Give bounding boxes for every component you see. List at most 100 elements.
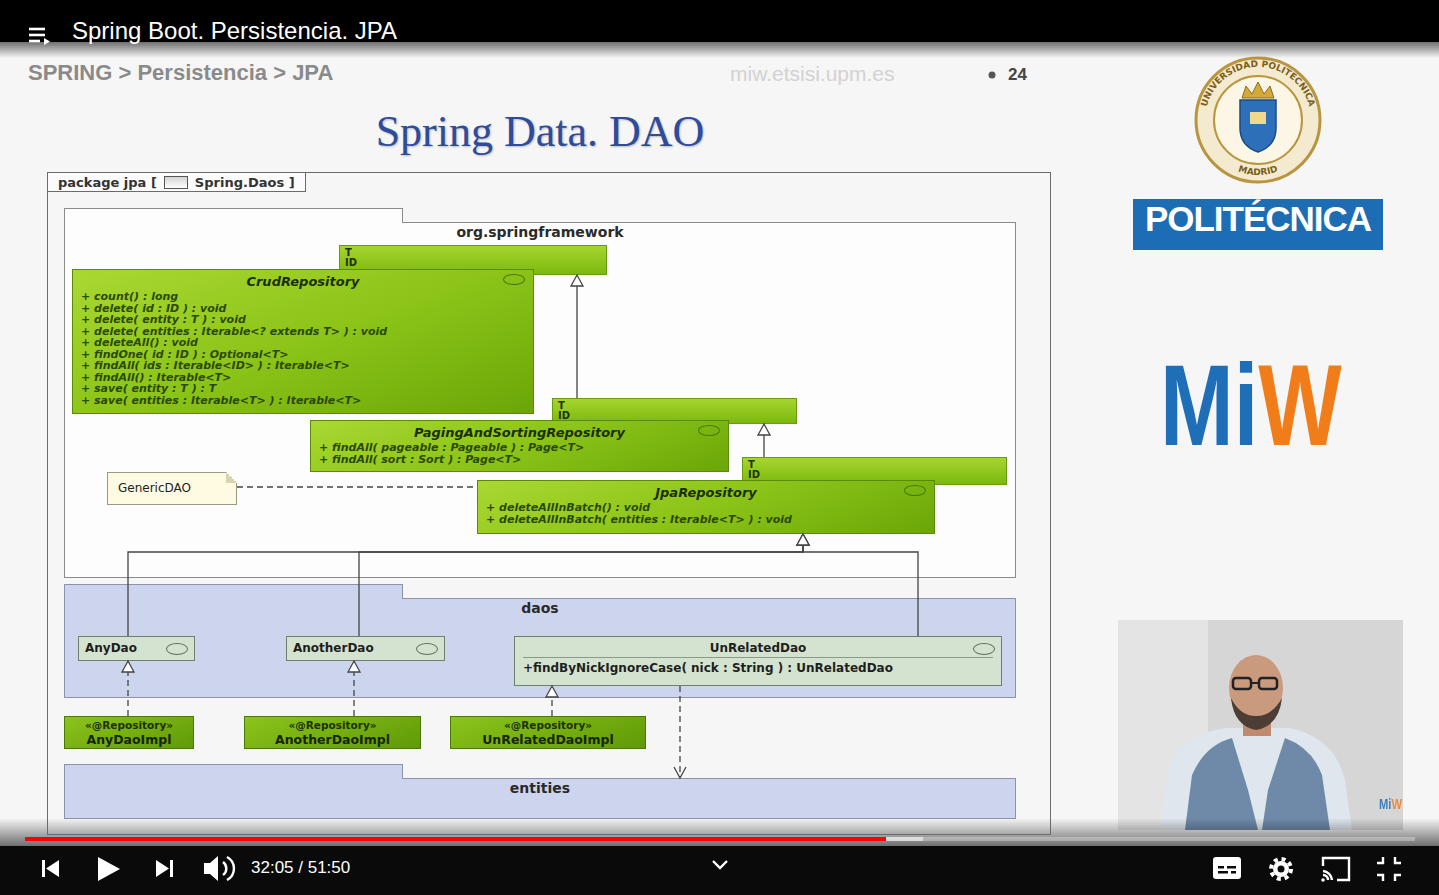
class-name: CrudRepository (81, 275, 525, 289)
miw-watermark: MiW (1379, 797, 1402, 811)
package-tab: package jpa [Spring.Daos ] (48, 173, 306, 192)
seal-text: MADRID (1237, 164, 1278, 177)
video-title: Spring Boot. Persistencia. JPA (72, 17, 397, 45)
arrow-head (348, 661, 360, 672)
template-parameter: T (558, 401, 791, 411)
note-corner (226, 472, 237, 483)
breadcrumb: SPRING > Persistencia > JPA (28, 60, 333, 86)
class-name: PagingAndSortingRepository (319, 426, 720, 440)
arrow-head (571, 275, 583, 286)
class-box: «@Repository»AnotherDaoImpl (244, 716, 421, 749)
operation: + findAll( ids : Iterable<ID> ) : Iterab… (81, 360, 525, 372)
operation: + delete( id : ID ) : void (81, 303, 525, 315)
connector-line (127, 661, 128, 716)
connector-line (679, 686, 680, 778)
note: GenericDAO (107, 472, 237, 505)
operation: + deleteAllInBatch( entities : Iterable<… (486, 514, 926, 526)
interface-class: CrudRepository+ count() : long+ delete( … (72, 269, 534, 414)
connector (546, 686, 558, 716)
bullet-dot (989, 72, 996, 79)
progress-buffer (25, 837, 923, 841)
package-tab (64, 764, 403, 779)
package-icon (164, 176, 188, 189)
class-box: «@Repository»UnRelatedDaoImpl (450, 716, 646, 749)
template-parameter: T (345, 248, 601, 258)
operation: + findAll( pageable : Pageable ) : Page<… (319, 442, 720, 454)
template-parameter: ID (558, 411, 791, 421)
seal-text: UNIVERSIDAD POLITECNICA (1199, 59, 1317, 108)
arrow-head (797, 534, 809, 545)
bottom-shade (0, 818, 1439, 846)
player-controls (223, 857, 1401, 881)
connector-line (359, 534, 803, 636)
stereotype: «@Repository» (457, 719, 639, 732)
interface-class: JpaRepository+ deleteAllInBatch() : void… (477, 480, 935, 534)
connector (122, 661, 134, 716)
operation: + delete( entity : T ) : void (81, 314, 525, 326)
operation: + findAll() : Iterable<T> (81, 372, 525, 384)
interface-class: PagingAndSortingRepository + findAll( pag… (310, 420, 729, 472)
operation: + deleteAll() : void (81, 337, 525, 349)
interface-icon (503, 274, 525, 285)
template-parameter: ID (748, 470, 1001, 480)
arrow-head (122, 661, 134, 672)
connector-line (551, 686, 552, 716)
package: entities (64, 778, 1016, 819)
package: org.springframeworkTIDCrudRepository+ co… (64, 222, 1016, 578)
arrow-head (797, 534, 809, 545)
operation: + findAll( sort : Sort ) : Page<T> (319, 454, 720, 466)
template-parameter: T (748, 460, 1001, 470)
connector-line (763, 424, 764, 457)
university-logo-text: POLITÉCNICA (1133, 199, 1383, 250)
player-controls (42, 856, 218, 881)
seal-text: MADRID (1237, 164, 1278, 177)
connector-line (237, 486, 477, 487)
seal-text: UNIVERSIDAD POLITECNICA (1199, 59, 1317, 108)
miw-logo: MiW (1160, 348, 1342, 463)
connector-line (128, 534, 803, 636)
package-frame: package jpa [Spring.Daos ] org.springfram… (47, 172, 1051, 835)
arrow-head (546, 686, 558, 697)
time-display: 32:05 / 51:50 (251, 858, 350, 878)
package: daosAnyDao AnotherDao UnRelatedDao+findByN… (64, 598, 1016, 698)
playlist-icon (29, 29, 45, 41)
operation: +findByNickIgnoreCase( nick : String ) :… (523, 657, 993, 676)
site-url: miw.etsisi.upm.es (730, 62, 895, 86)
interface-name: AnyDao (85, 640, 160, 657)
arrow-head (797, 534, 809, 545)
connector (797, 534, 918, 636)
interface-box: AnotherDao (286, 636, 445, 661)
progress-played (25, 837, 886, 841)
package-tab (64, 208, 403, 223)
operation: + deleteAllInBatch() : void (486, 502, 926, 514)
interface-icon (416, 643, 438, 655)
stereotype: «@Repository» (71, 719, 187, 732)
playlist-icon (44, 38, 50, 45)
operation: + findOne( id : ID ) : Optional<T> (81, 349, 525, 361)
presenter-video (1118, 620, 1403, 830)
operation: + delete( entities : Iterable<? extends … (81, 326, 525, 338)
connector (674, 686, 686, 778)
package-name: entities (65, 779, 1015, 796)
package-name: daos (65, 599, 1015, 616)
interface-box: AnyDao (78, 636, 195, 661)
interface-icon (973, 643, 995, 655)
connector (359, 534, 809, 636)
package-name: org.springframework (65, 223, 1015, 240)
slide-number: 24 (1008, 65, 1027, 85)
interface-name: UnRelatedDao (523, 640, 993, 657)
operation: + save( entity : T ) : T (81, 383, 525, 395)
class-name: UnRelatedDaoImpl (457, 732, 639, 747)
connector-line (576, 275, 577, 398)
connector-line (803, 534, 918, 636)
package-tab (64, 584, 403, 599)
connector (571, 275, 583, 398)
connector (237, 487, 477, 488)
template-parameters: TID (552, 398, 797, 424)
player-controls (1213, 857, 1325, 882)
connector (348, 661, 360, 716)
arrow-head (758, 424, 770, 435)
logo-band (1133, 199, 1383, 250)
control-bar (0, 846, 1439, 895)
connector-line (353, 661, 354, 716)
